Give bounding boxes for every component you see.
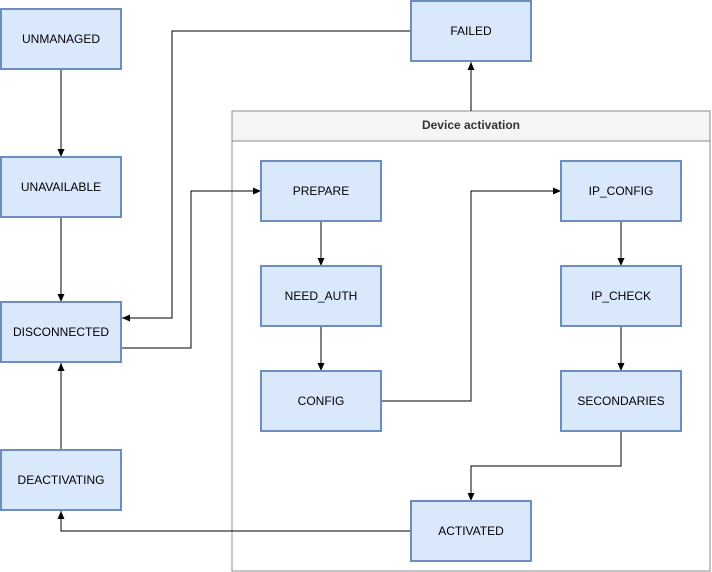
device-activation-title: Device activation	[422, 118, 520, 132]
state-box[interactable]	[560, 265, 682, 327]
state-node-disconnected[interactable]: DISCONNECTED	[0, 301, 122, 363]
state-node-unavailable[interactable]: UNAVAILABLE	[0, 156, 122, 218]
state-label: NEED_AUTH	[285, 289, 358, 303]
state-node-failed[interactable]: FAILED	[410, 0, 532, 62]
edge-failed-to-disconnected	[122, 30, 411, 322]
state-node-deactivating[interactable]: DEACTIVATING	[0, 449, 122, 511]
state-box[interactable]	[410, 0, 532, 62]
state-label: PREPARE	[293, 184, 349, 198]
edge-activated-to-deactivating	[57, 511, 411, 532]
state-node-need-auth[interactable]: NEED_AUTH	[260, 265, 382, 327]
state-label: FAILED	[450, 24, 492, 38]
state-label: SECONDARIES	[577, 394, 664, 408]
state-node-secondaries[interactable]: SECONDARIES	[560, 370, 682, 432]
state-box[interactable]	[410, 500, 532, 562]
edge-config-to-ip_config	[381, 187, 561, 402]
state-box[interactable]	[0, 449, 122, 511]
state-node-activated[interactable]: ACTIVATED	[410, 500, 532, 562]
state-box[interactable]	[560, 370, 682, 432]
nodes-layer: UNMANAGED UNAVAILABLE DISCONNECTED DEACTIVA…	[0, 0, 682, 562]
state-label: UNMANAGED	[22, 32, 100, 46]
edge-disconnected-to-prepare	[121, 187, 261, 349]
state-label: IP_CONFIG	[589, 184, 654, 198]
state-box[interactable]	[260, 265, 382, 327]
state-node-prepare[interactable]: PREPARE	[260, 160, 382, 222]
state-label: IP_CHECK	[591, 289, 651, 303]
state-box[interactable]	[260, 160, 382, 222]
state-box[interactable]	[0, 156, 122, 218]
state-label: DEACTIVATING	[18, 473, 105, 487]
state-label: CONFIG	[298, 394, 345, 408]
state-label: DISCONNECTED	[13, 325, 109, 339]
state-node-ip-config[interactable]: IP_CONFIG	[560, 160, 682, 222]
state-box[interactable]	[0, 8, 122, 70]
state-box[interactable]	[0, 301, 122, 363]
state-node-ip-check[interactable]: IP_CHECK	[560, 265, 682, 327]
edge-secondaries-to-activated	[467, 431, 622, 501]
edges-layer	[57, 30, 625, 532]
state-node-config[interactable]: CONFIG	[260, 370, 382, 432]
state-label: UNAVAILABLE	[21, 180, 101, 194]
state-node-unmanaged[interactable]: UNMANAGED	[0, 8, 122, 70]
state-label: ACTIVATED	[438, 524, 504, 538]
state-box[interactable]	[260, 370, 382, 432]
state-box[interactable]	[560, 160, 682, 222]
